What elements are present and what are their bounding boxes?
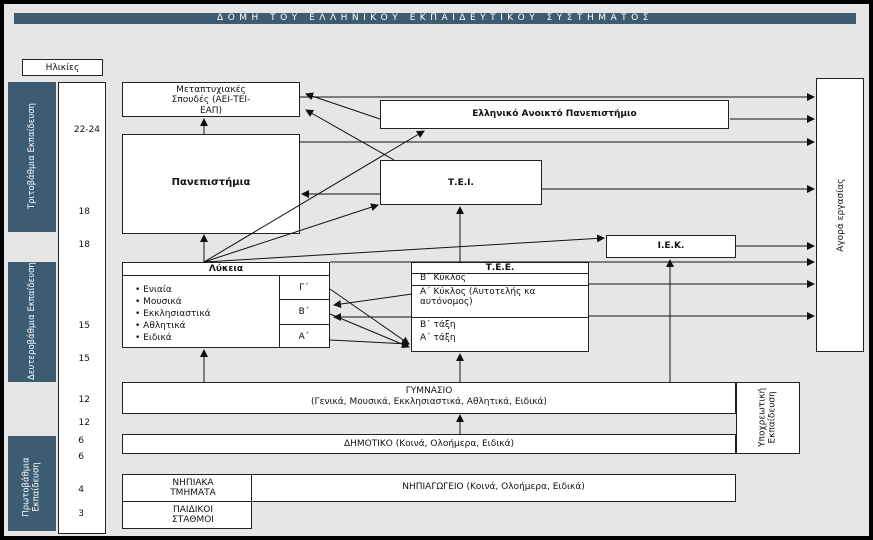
age-label: 12 (78, 395, 90, 405)
tee-row: Α΄ τάξη (420, 333, 456, 343)
universities-label: Πανεπιστήμια (171, 177, 251, 188)
lyceum-box: Λύκεια Γ΄ Β΄ Α΄ • Ενιαία • Μουσικά • Εκκ… (122, 262, 330, 348)
gymnasium-title: ΓΥΜΝΑΣΙΟ (405, 386, 453, 396)
gymnasium-subtitle: (Γενικά, Μουσικά, Εκκλησιαστικά, Αθλητικ… (311, 397, 547, 407)
open-university-label: Ελληνικό Ανοικτό Πανεπιστήμιο (472, 109, 637, 119)
title-banner: ΔΟΜΗ ΤΟΥ ΕΛΛΗΝΙΚΟΥ ΕΚΠΑΙΔΕΥΤΙΚΟΥ ΣΥΣΤΗΜΑ… (14, 13, 856, 24)
iek-label: Ι.Ε.Κ. (657, 241, 685, 251)
secondary-bar: Δευτεροβάθμια Εκπαίδευση (8, 262, 56, 382)
compulsory-box: Υποχρεωτική Εκπαίδευση (736, 382, 800, 454)
age-label: 6 (78, 436, 84, 446)
age-label: 12 (78, 418, 90, 428)
gymnasium-box: ΓΥΜΝΑΣΙΟ (Γενικά, Μουσικά, Εκκλησιαστικά… (122, 382, 736, 414)
primary-bar: Πρωτοβάθμια Εκπαίδευση (8, 436, 56, 531)
lyceum-grade-line (279, 324, 329, 325)
infant-classes-box: ΝΗΠΙΑΚΑ ΤΜΗΜΑΤΑ (122, 474, 252, 502)
primary-school-label: ΔΗΜΟΤΙΚΟ (Κοινά, Ολοήμερα, Ειδικά) (343, 439, 515, 449)
tee-row-line (412, 317, 588, 318)
arrow (329, 288, 410, 345)
arrow (203, 234, 605, 263)
labour-market-box: Αγορά εργασίας (816, 78, 864, 352)
ages-header: Ηλικίες (22, 59, 103, 76)
tee-box: Τ.Ε.Ε. Β΄ Κύκλος Α΄ Κύκλος (Αυτοτελής κα… (411, 262, 589, 352)
age-label: 6 (78, 452, 84, 462)
universities-box: Πανεπιστήμια (122, 134, 300, 234)
lyceum-type: • Ειδικά (135, 333, 172, 343)
lyceum-label: Λύκεια (208, 264, 244, 274)
lyceum-header-line (123, 275, 329, 276)
tee-header-line (412, 273, 588, 274)
age-label: 18 (78, 207, 90, 217)
diagram-title: ΔΟΜΗ ΤΟΥ ΕΛΛΗΝΙΚΟΥ ΕΚΠΑΙΔΕΥΤΙΚΟΥ ΣΥΣΤΗΜΑ… (217, 13, 653, 23)
nursery-box: ΠΑΙΔΙΚΟΙ ΣΤΑΘΜΟΙ (122, 501, 252, 529)
infant-classes-label: ΝΗΠΙΑΚΑ ΤΜΗΜΑΤΑ (170, 478, 216, 499)
arrow (329, 313, 410, 348)
lyceum-type: • Ενιαία (135, 285, 172, 295)
age-label: 18 (78, 240, 90, 250)
age-label: 15 (78, 321, 90, 331)
kindergarten-box: ΝΗΠΙΑΓΩΓΕΙΟ (Κοινά, Ολοήμερα, Ειδικά) (251, 474, 736, 502)
iek-box: Ι.Ε.Κ. (606, 235, 736, 258)
lyceum-type: • Εκκλησιαστικά (135, 309, 211, 319)
tee-row-line (412, 285, 588, 286)
arrow (333, 293, 413, 308)
lyceum-grade-2: Β΄ (298, 307, 310, 317)
tertiary-bar: Τριτοβάθμια Εκπαίδευση (8, 82, 56, 232)
kindergarten-label: ΝΗΠΙΑΓΩΓΕΙΟ (Κοινά, Ολοήμερα, Ειδικά) (402, 482, 585, 492)
age-label: 4 (78, 485, 84, 495)
tee-row: Β΄ τάξη (420, 320, 456, 330)
age-label: 3 (78, 509, 84, 519)
arrow (305, 109, 395, 161)
diagram-canvas: ΔΟΜΗ ΤΟΥ ΕΛΛΗΝΙΚΟΥ ΕΚΠΑΙΔΕΥΤΙΚΟΥ ΣΥΣΤΗΜΑ… (4, 4, 869, 536)
postgrad-box: Μεταπτυχιακές Σπουδές (ΑΕΙ-ΤΕΙ-ΕΑΠ) (122, 82, 300, 117)
lyceum-grade-divider (279, 275, 280, 347)
nursery-label: ΠΑΙΔΙΚΟΙ ΣΤΑΘΜΟΙ (172, 505, 214, 526)
age-label: 22-24 (73, 125, 100, 135)
lyceum-type: • Αθλητικά (135, 321, 186, 331)
primary-school-box: ΔΗΜΟΤΙΚΟ (Κοινά, Ολοήμερα, Ειδικά) (122, 434, 736, 454)
tee-label: Τ.Ε.Ε. (485, 263, 515, 273)
lyceum-grade-1: Α΄ (298, 332, 310, 342)
age-column (58, 82, 106, 534)
age-label: 15 (78, 354, 90, 364)
lyceum-type: • Μουσικά (135, 297, 182, 307)
tei-box: Τ.Ε.Ι. (380, 160, 542, 205)
ages-header-label: Ηλικίες (45, 63, 80, 73)
arrow (305, 92, 381, 120)
arrow (203, 203, 379, 263)
postgrad-label: Μεταπτυχιακές Σπουδές (ΑΕΙ-ΤΕΙ-ΕΑΠ) (171, 85, 251, 116)
open-university-box: Ελληνικό Ανοικτό Πανεπιστήμιο (380, 100, 729, 129)
tee-row: Α΄ Κύκλος (Αυτοτελής κα αυτόνομος) (420, 287, 536, 308)
connector-arrows (200, 92, 815, 434)
arrow (203, 130, 425, 263)
tei-label: Τ.Ε.Ι. (448, 178, 474, 188)
lyceum-grade-line (279, 299, 329, 300)
arrow (329, 339, 410, 348)
lyceum-grade-3: Γ΄ (299, 283, 309, 293)
tee-row: Β΄ Κύκλος (420, 273, 467, 283)
